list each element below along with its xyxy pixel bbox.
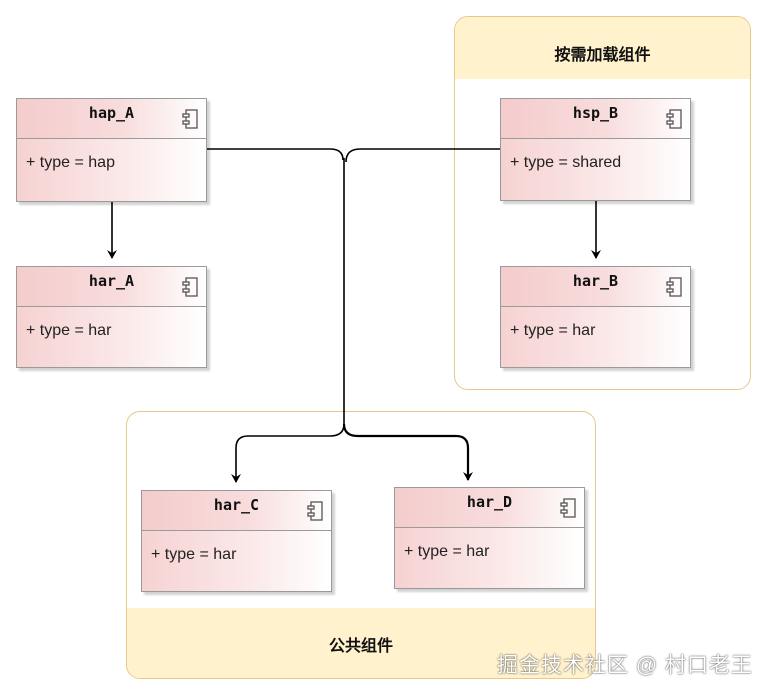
edge-hap-a-to-bus xyxy=(207,148,344,161)
component-attribute: + type = har xyxy=(151,546,237,563)
edge-bus-to-har-d xyxy=(342,423,473,481)
component-icon xyxy=(666,277,682,297)
component-icon xyxy=(182,277,198,297)
component-hsp-b[interactable]: hsp_B + type = shared xyxy=(500,98,691,201)
component-har-c[interactable]: har_C + type = har xyxy=(141,490,332,592)
component-name: har_B xyxy=(572,272,619,290)
group-common-title: 公共组件 xyxy=(328,638,393,655)
edge-bus-to-har-c xyxy=(231,423,345,483)
component-icon xyxy=(182,109,198,129)
component-har-b[interactable]: har_B + type = har xyxy=(500,266,691,368)
component-attribute: + type = shared xyxy=(510,154,622,171)
component-attribute: + type = har xyxy=(26,322,112,339)
group-common-footer xyxy=(127,608,595,678)
component-name: har_D xyxy=(466,493,513,511)
group-on-demand-header xyxy=(455,17,750,79)
component-attribute: + type = har xyxy=(404,543,490,560)
component-name: hap_A xyxy=(88,104,135,122)
edge-hsp-b-to-bus xyxy=(345,148,500,163)
group-on-demand-title: 按需加载组件 xyxy=(554,47,651,64)
watermark: 掘金技术社区 @ 村口老王 xyxy=(497,654,753,677)
component-icon xyxy=(560,498,576,518)
component-attribute: + type = hap xyxy=(26,154,115,171)
component-har-a[interactable]: har_A + type = har xyxy=(16,266,207,368)
component-name: har_A xyxy=(88,272,135,290)
component-name: har_C xyxy=(213,496,260,514)
component-attribute: + type = har xyxy=(510,322,596,339)
component-icon xyxy=(666,109,682,129)
component-hap-a[interactable]: hap_A + type = hap xyxy=(16,98,207,202)
component-har-d[interactable]: har_D + type = har xyxy=(394,487,585,589)
component-name: hsp_B xyxy=(572,104,619,122)
component-icon xyxy=(307,501,323,521)
